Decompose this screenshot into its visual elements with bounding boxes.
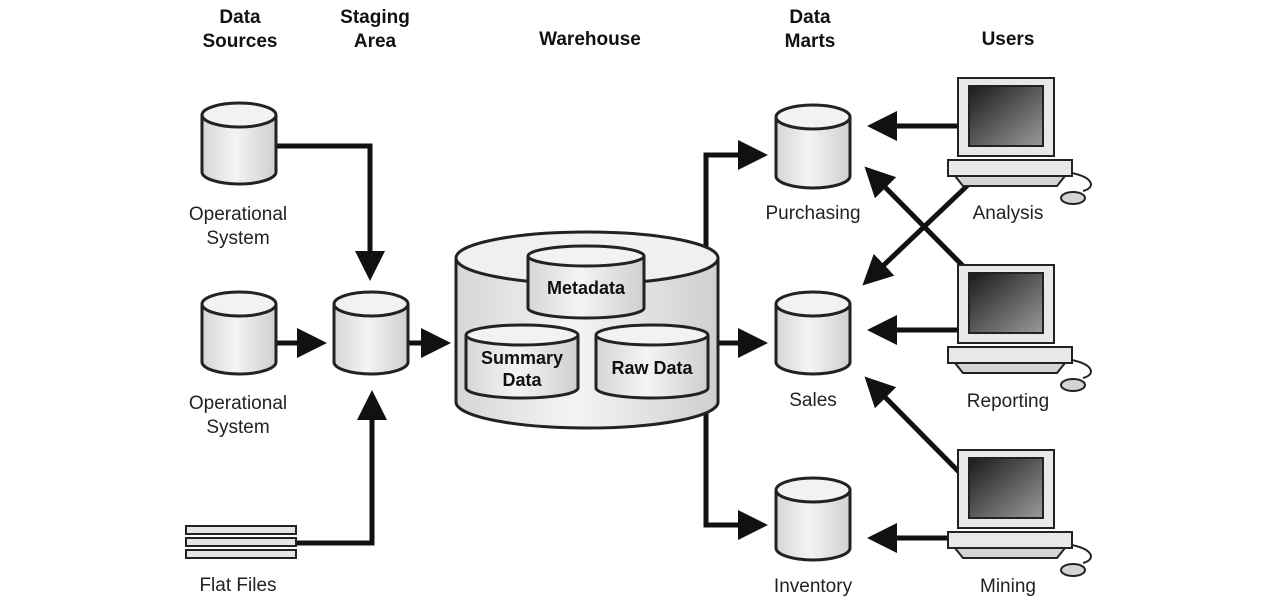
header-data-sources-line1: Data [219,7,261,28]
arrow-analysis-to-sales [862,183,970,286]
reporting-computer-icon [947,264,1092,392]
operational-system-2-cylinder [200,290,278,376]
operational-system-2-label-line2: System [206,417,269,438]
arrow-flatfiles-to-staging [296,390,387,546]
operational-system-1-label-line1: Operational [189,204,287,225]
arrow-mining-to-sales [864,376,964,477]
summary-data-cylinder [464,323,580,400]
mining-label: Mining [980,576,1036,597]
arrow-op1-to-staging [277,143,385,281]
purchasing-cylinder [774,103,852,190]
raw-data-label: Raw Data [611,358,693,378]
sales-cylinder [774,290,852,376]
sales-label: Sales [789,390,837,411]
operational-system-1-label-line2: System [206,228,269,249]
purchasing-label: Purchasing [765,203,860,224]
analysis-label: Analysis [973,203,1044,224]
operational-system-1-cylinder [200,101,278,186]
analysis-computer-icon [947,77,1092,205]
arrow-warehouse-to-inventory [703,412,768,540]
header-staging-line2: Area [354,31,397,52]
mining-computer-icon [947,449,1092,577]
flat-files-icon [185,525,297,559]
staging-area-cylinder [332,290,410,376]
header-users: Users [982,29,1035,50]
metadata-cylinder [526,244,646,320]
summary-data-label-line2: Data [502,370,542,390]
inventory-label: Inventory [774,576,853,597]
inventory-cylinder [774,476,852,562]
arrow-warehouse-to-purchasing [703,140,768,248]
header-data-sources-line2: Sources [203,31,278,52]
operational-system-2-label-line1: Operational [189,393,287,414]
raw-data-cylinder [594,323,710,400]
header-data-marts-line1: Data [789,7,831,28]
connectors [277,111,970,553]
summary-data-label-line1: Summary [481,348,563,368]
metadata-label: Metadata [547,278,626,298]
reporting-label: Reporting [967,391,1049,412]
header-data-marts-line2: Marts [785,31,836,52]
header-staging-line1: Staging [340,7,410,28]
arrow-reporting-to-purchasing [864,166,967,270]
flat-files-label: Flat Files [199,575,276,596]
header-warehouse: Warehouse [539,29,641,50]
